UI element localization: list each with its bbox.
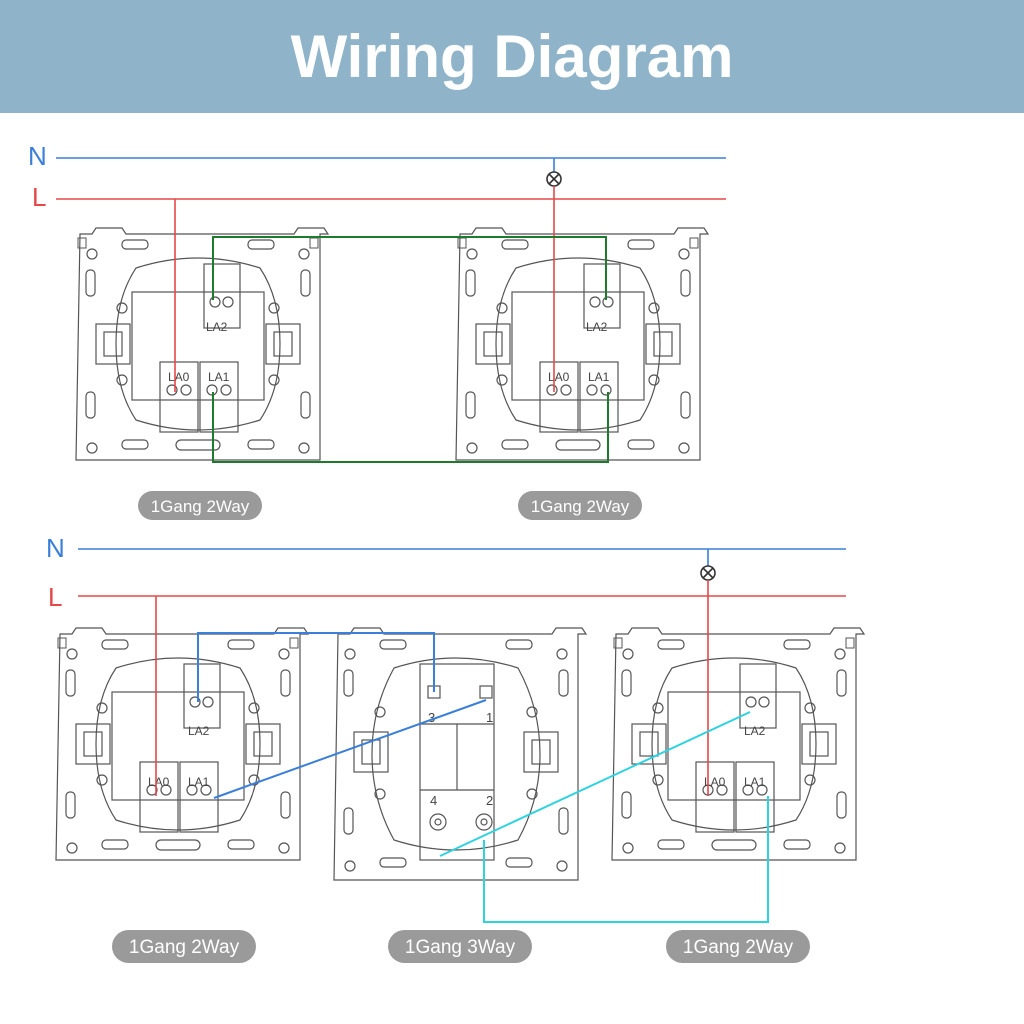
page-title: Wiring Diagram xyxy=(290,23,734,90)
terminal-la0-label: LA0 xyxy=(704,775,726,789)
terminal-1-label: 1 xyxy=(486,710,493,725)
caption-label: 1Gang 2Way xyxy=(683,937,794,958)
live-rail-label: L xyxy=(32,182,46,212)
caption-label: 1Gang 2Way xyxy=(151,497,250,516)
traveler-wire-la2 xyxy=(212,236,607,300)
terminal-3-label: 3 xyxy=(428,710,435,725)
live-rail-label: L xyxy=(48,582,62,612)
terminal-2-label: 2 xyxy=(486,793,493,808)
traveler-wire-la1 xyxy=(212,392,609,463)
terminal-la0-label: LA0 xyxy=(548,370,570,384)
caption-switch-left: 1Gang 2Way xyxy=(138,491,262,520)
caption-label: 1Gang 3Way xyxy=(405,937,516,958)
neutral-rail-label: N xyxy=(28,141,47,171)
terminal-la1-label: LA1 xyxy=(588,370,610,384)
switch-2way-right xyxy=(455,227,709,461)
caption-label: 1Gang 2Way xyxy=(531,497,630,516)
terminal-la2-label: LA2 xyxy=(744,724,766,738)
switch-3way-middle xyxy=(333,627,587,881)
terminal-la2-label: LA2 xyxy=(586,320,608,334)
terminal-la1-label: LA1 xyxy=(744,775,766,789)
caption-switch-left: 1Gang 2Way xyxy=(112,930,256,963)
traveler-wire-t4-to-la2 xyxy=(439,711,751,857)
traveler-wire-la1-to-t1 xyxy=(213,699,487,799)
caption-switch-middle: 1Gang 3Way xyxy=(388,930,532,963)
terminal-la0-label: LA0 xyxy=(168,370,190,384)
lamp-icon xyxy=(546,171,562,187)
caption-switch-right: 1Gang 2Way xyxy=(518,491,642,520)
terminal-la2-label: LA2 xyxy=(206,320,228,334)
terminal-4-label: 4 xyxy=(430,793,437,808)
terminal-la1-label: LA1 xyxy=(208,370,230,384)
terminal-la2-label: LA2 xyxy=(188,724,210,738)
neutral-rail-label: N xyxy=(46,533,65,563)
terminal-la0-label: LA0 xyxy=(148,775,170,789)
terminal-la1-label: LA1 xyxy=(188,775,210,789)
caption-label: 1Gang 2Way xyxy=(129,937,240,958)
traveler-wire-t2-to-la1 xyxy=(483,796,769,923)
switch-2way-right xyxy=(611,627,865,861)
switch-2way-left xyxy=(55,627,309,861)
header-banner: Wiring Diagram xyxy=(0,0,1024,113)
switch-2way-left xyxy=(75,227,329,461)
lamp-icon xyxy=(700,565,716,581)
caption-switch-right: 1Gang 2Way xyxy=(666,930,810,963)
diagram-1: N L LA2 LA0 LA1 LA2 LA0 LA1 1Gang 2Way xyxy=(28,141,726,520)
diagram-2: N L LA2 LA0 LA1 LA2 LA0 LA1 3 1 4 2 xyxy=(46,533,865,963)
traveler-wire-la2-to-t3 xyxy=(197,632,435,702)
